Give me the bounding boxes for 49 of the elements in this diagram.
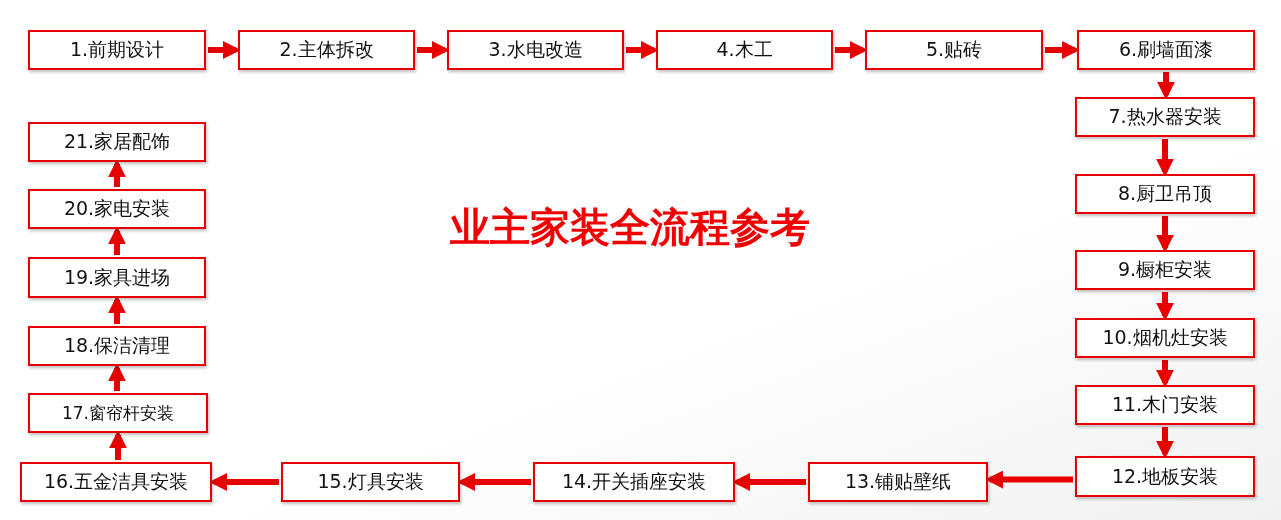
step-label: 3.水电改造 xyxy=(488,37,583,62)
process-box xyxy=(281,462,460,502)
process-box xyxy=(808,462,988,502)
step-label: 2.主体拆改 xyxy=(279,37,374,62)
arrow xyxy=(1156,427,1174,459)
arrow xyxy=(1156,360,1174,388)
step-label: 10.烟机灶安装 xyxy=(1102,325,1228,350)
process-box xyxy=(238,30,415,70)
process-box xyxy=(28,393,208,433)
step-label: 5.贴砖 xyxy=(925,37,983,62)
step-label: 9.橱柜安装 xyxy=(1117,257,1213,282)
step-label: 21.家居配饰 xyxy=(63,129,171,154)
step-label: 17.窗帘杆安装 xyxy=(61,401,174,425)
step-label: 4.木工 xyxy=(716,37,773,62)
step-label: 18.保洁清理 xyxy=(63,333,171,358)
step-label: 20.家电安装 xyxy=(63,196,171,221)
process-box xyxy=(1075,174,1255,214)
process-box xyxy=(1075,318,1255,358)
process-box xyxy=(28,122,206,162)
process-box xyxy=(1075,250,1255,290)
process-box xyxy=(1075,456,1255,497)
step-label: 12.地板安装 xyxy=(1111,463,1219,489)
arrow xyxy=(1156,139,1174,177)
process-box xyxy=(865,30,1043,70)
arrow xyxy=(1156,292,1174,321)
process-box xyxy=(1075,385,1255,425)
process-box xyxy=(28,326,206,366)
step-label: 19.家具进场 xyxy=(63,264,171,290)
process-box xyxy=(28,30,206,70)
process-box xyxy=(447,30,624,70)
step-label: 1.前期设计 xyxy=(69,37,165,62)
step-label: 14.开关插座安装 xyxy=(561,469,707,494)
step-label: 15.灯具安装 xyxy=(317,469,424,494)
arrow xyxy=(1157,72,1175,100)
process-box xyxy=(28,257,206,298)
process-box xyxy=(20,462,212,502)
step-label: 16.五金洁具安装 xyxy=(43,469,189,494)
process-box xyxy=(533,462,735,502)
step-label: 6.刷墙面漆 xyxy=(1118,37,1214,62)
process-box xyxy=(28,189,206,229)
arrow xyxy=(1156,216,1174,253)
process-box xyxy=(1077,30,1255,70)
diagram-title: 业主家装全流程参考 xyxy=(449,203,811,252)
step-label: 8.厨卫吊顶 xyxy=(1117,181,1213,206)
step-label: 11.木门安装 xyxy=(1111,392,1219,417)
process-box xyxy=(1075,97,1255,137)
process-box xyxy=(656,30,833,70)
step-label: 13.铺贴壁纸 xyxy=(844,469,952,494)
step-label: 7.热水器安装 xyxy=(1108,104,1222,129)
